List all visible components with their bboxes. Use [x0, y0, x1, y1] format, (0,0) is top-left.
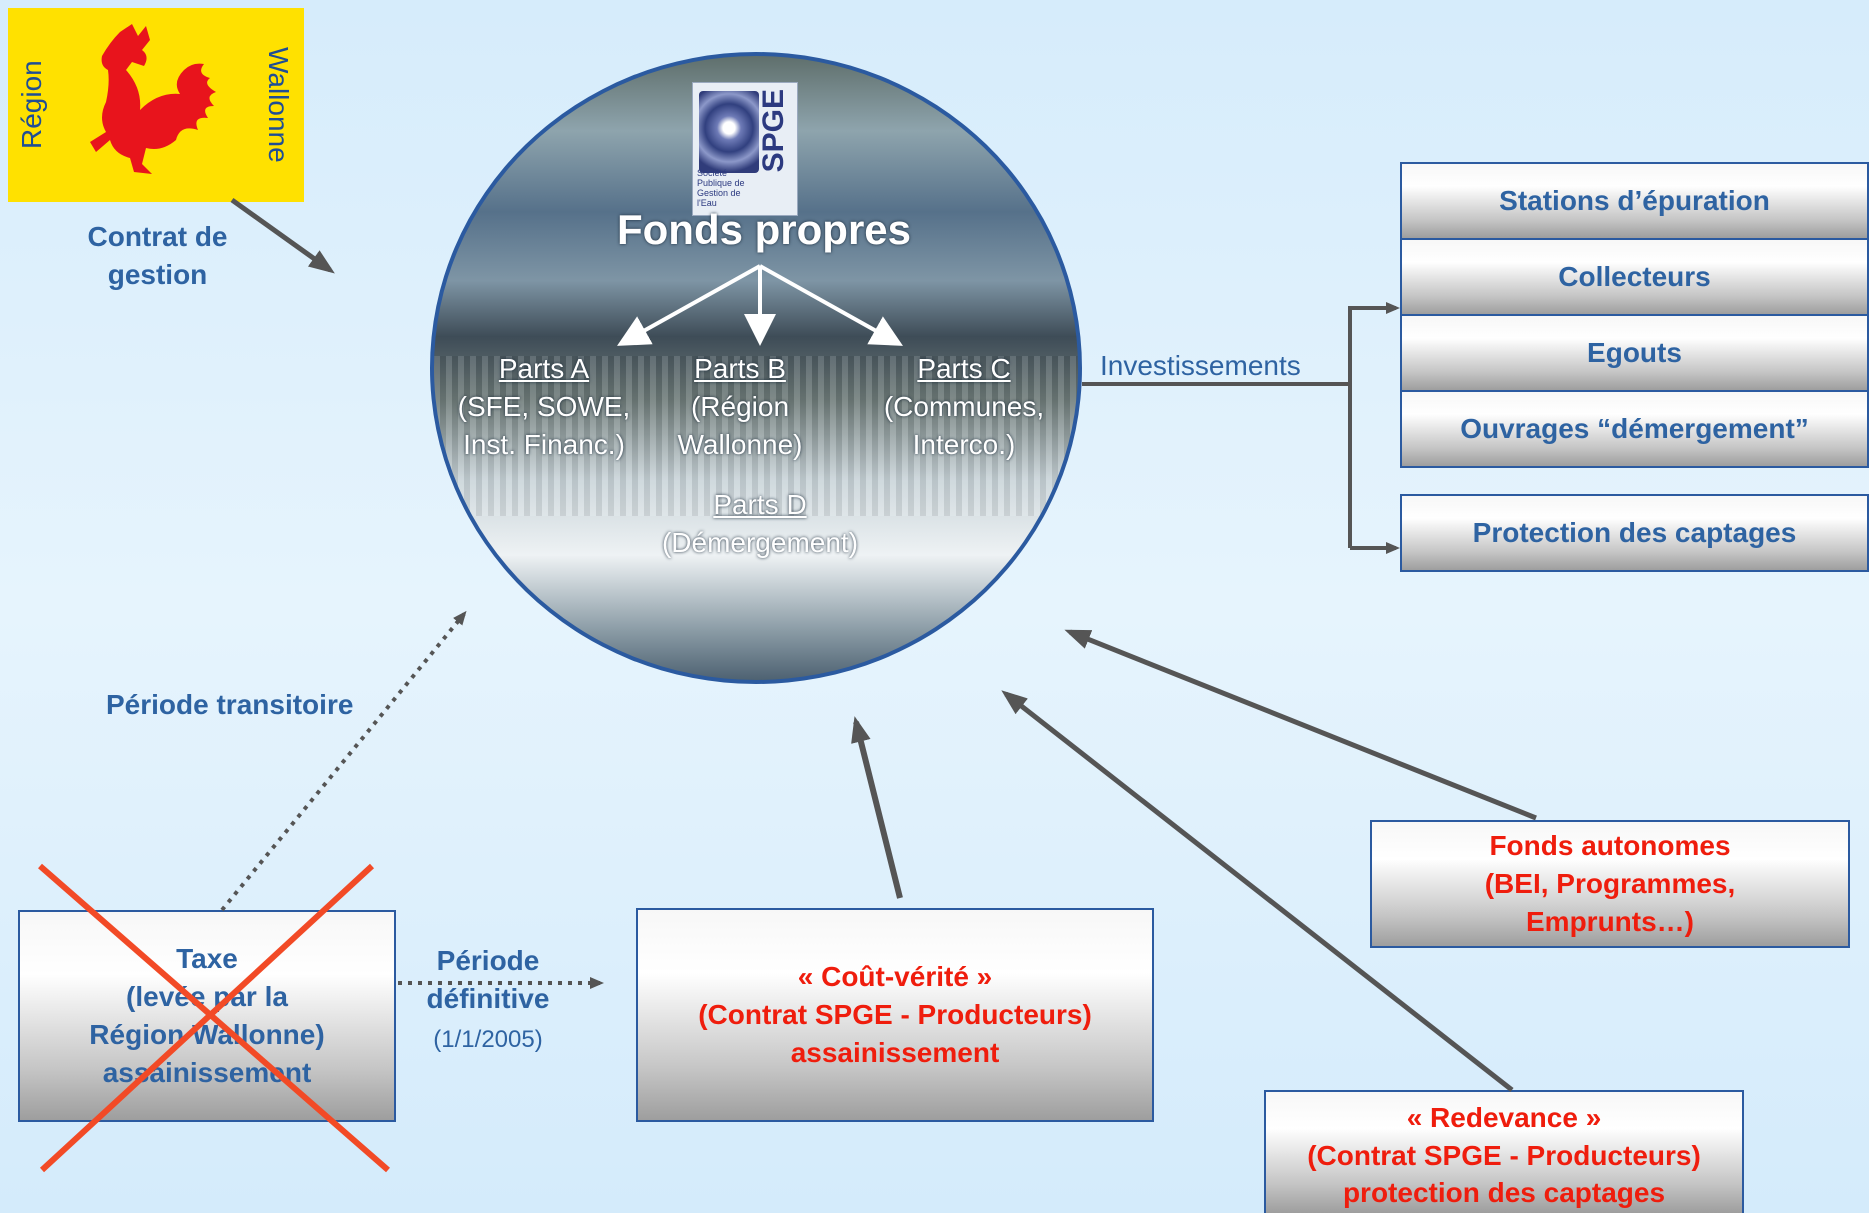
ouvrages-demergement-text: Ouvrages “démergement”: [1460, 413, 1809, 444]
parts-a-name: Parts A: [498, 353, 590, 384]
fonds-autonomes-line-3: Emprunts…): [1526, 905, 1694, 937]
fonds-autonomes-box: Fonds autonomes (BEI, Programmes, Emprun…: [1370, 820, 1850, 948]
periode-transitoire-label: Période transitoire: [106, 689, 354, 720]
redevance-line-2: (Contrat SPGE - Producteurs): [1307, 1139, 1701, 1171]
box-ouvrages-demergement: Ouvrages “démergement”: [1400, 390, 1869, 468]
box-egouts: Egouts: [1400, 314, 1869, 392]
periode-transitoire-arrow: [220, 610, 467, 912]
spge-logo: SPGE Société Publique de Gestion de l'Ea…: [692, 82, 798, 216]
periode-date: (1/1/2005): [433, 1026, 543, 1053]
collecteurs-text: Collecteurs: [1558, 261, 1711, 292]
cout-verite-line-3: assainissement: [790, 1036, 1000, 1068]
fonds-autonomes-line-1: Fonds autonomes: [1489, 830, 1731, 862]
parts-b-line-1: (Région: [690, 390, 790, 422]
cout-verite-box: « Coût-vérité » (Contrat SPGE - Producte…: [636, 908, 1154, 1122]
parts-b-line-2: Wallonne): [677, 428, 803, 460]
parts-b: Parts B (Région Wallonne): [660, 350, 820, 463]
parts-a: Parts A (SFE, SOWE, Inst. Financ.): [444, 350, 644, 463]
cross-line-1: [38, 863, 390, 1173]
fonds-autonomes-line-2: (BEI, Programmes,: [1484, 868, 1736, 900]
contrat-arrow: [230, 197, 335, 274]
swirl-icon: [699, 91, 759, 173]
fonds-propres-circle: SPGE Société Publique de Gestion de l'Ea…: [430, 52, 1082, 684]
parts-a-line-1: (SFE, SOWE,: [457, 390, 631, 422]
parts-c-name: Parts C: [917, 353, 1011, 384]
parts-c-line-1: (Communes,: [883, 390, 1045, 422]
fonds-propres-title: Fonds propres: [616, 206, 912, 253]
contrat-line-2: gestion: [107, 258, 208, 290]
redevance-line-1: « Redevance »: [1406, 1101, 1602, 1133]
egouts-text: Egouts: [1587, 337, 1682, 368]
investissements-label: Investissements: [1100, 350, 1301, 381]
weir-texture: [434, 356, 1078, 516]
parts-c-line-2: Interco.): [912, 428, 1016, 460]
box-collecteurs: Collecteurs: [1400, 238, 1869, 316]
contrat-de-gestion-label: Contrat de gestion: [50, 218, 265, 294]
redevance-arrow: [1001, 690, 1514, 1092]
parts-b-name: Parts B: [694, 353, 786, 384]
logo-text-wallonne: Wallonne: [263, 47, 294, 163]
arrow-to-parts-a: [617, 264, 761, 346]
cout-verite-text: « Coût-vérité » (Contrat SPGE - Producte…: [698, 958, 1092, 1071]
spge-logo-subtitle: Société Publique de Gestion de l'Eau: [697, 168, 745, 209]
parts-c: Parts C (Communes, Interco.): [864, 350, 1064, 463]
redevance-text: « Redevance » (Contrat SPGE - Producteur…: [1307, 1099, 1701, 1212]
periode-definitive-line-1: Période: [436, 945, 540, 976]
protection-captages-text: Protection des captages: [1472, 517, 1797, 548]
rooster-icon: [90, 24, 216, 174]
redevance-box: « Redevance » (Contrat SPGE - Producteur…: [1264, 1090, 1744, 1213]
taxe-line-2: (levée par la: [126, 981, 288, 1013]
cross-line-2: [39, 863, 375, 1173]
fonds-autonomes-arrow: [1064, 629, 1537, 821]
stations-epuration-text: Stations d’épuration: [1499, 185, 1770, 216]
fonds-autonomes-text: Fonds autonomes (BEI, Programmes, Emprun…: [1485, 827, 1736, 940]
parts-arrows: [617, 264, 903, 346]
taxe-line-3: Région Wallonne): [89, 1019, 325, 1050]
taxe-text: Taxe (levée par la Région Wallonne) assa…: [89, 940, 324, 1091]
redevance-line-3: protection des captages: [1342, 1177, 1666, 1209]
cout-verite-line-1: « Coût-vérité »: [797, 961, 993, 993]
arrow-to-parts-c: [759, 264, 903, 346]
cout-verite-arrow: [851, 716, 903, 899]
parts-d: Parts D (Démergement): [630, 486, 890, 562]
parts-d-line-1: (Démergement): [661, 526, 859, 558]
periode-definitive-label: Période définitive: [408, 942, 568, 1018]
region-wallonne-logo: Région Wallonne: [8, 8, 304, 202]
cout-verite-line-2: (Contrat SPGE - Producteurs): [698, 999, 1092, 1031]
contrat-line-1: Contrat de: [87, 221, 228, 252]
box-protection-captages: Protection des captages: [1400, 494, 1869, 572]
parts-a-line-2: Inst. Financ.): [463, 428, 625, 460]
parts-d-name: Parts D: [713, 489, 807, 520]
periode-definitive-line-2: définitive: [426, 982, 550, 1014]
taxe-line-1: Taxe: [176, 943, 238, 975]
